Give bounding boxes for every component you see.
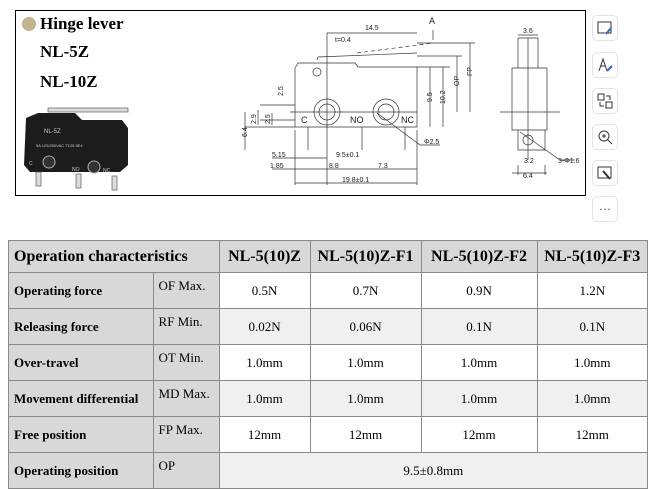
convert-icon — [597, 93, 613, 109]
dim-phi2.5: Φ2.5 — [424, 139, 439, 146]
row-symbol: OF Max. — [152, 272, 220, 309]
edit-text-icon — [598, 57, 613, 72]
photo-c: C — [29, 161, 33, 167]
select-area-button[interactable] — [592, 160, 618, 186]
row-value: 12mm — [309, 416, 422, 453]
row-value: 0.5N — [218, 272, 311, 309]
row-value: 0.7N — [309, 272, 422, 309]
row-value: 0.9N — [420, 272, 538, 309]
dim-9.5-tol: 9.5±0.1 — [336, 152, 359, 159]
row-value: 1.0mm — [536, 380, 649, 417]
terminal-nc: NC — [401, 115, 414, 125]
photo-rating: 5A 125/250VAC T125 5E4 — [36, 143, 83, 148]
convert-button[interactable] — [592, 88, 618, 114]
product-panel — [15, 10, 586, 196]
row-value: 12mm — [420, 416, 538, 453]
row-value: 9.5±0.8mm — [218, 452, 649, 489]
dim-1.85: 1.85 — [270, 163, 284, 170]
dim-fp: FP — [467, 67, 474, 76]
dim-3.2: 3.2 — [524, 158, 534, 165]
dim-phi1.6: 3-Φ1.6 — [558, 158, 580, 165]
photo-no: NO — [72, 167, 80, 173]
bullet-icon — [22, 17, 36, 31]
section-title: Hinge lever — [22, 14, 124, 34]
dim-2.5: 2.5 — [265, 114, 272, 124]
dim-7.3: 7.3 — [378, 163, 388, 170]
row-value: 0.1N — [420, 308, 538, 345]
row-value: 12mm — [536, 416, 649, 453]
header-col: NL-5(10)Z-F1 — [309, 240, 422, 273]
row-value: 0.1N — [536, 308, 649, 345]
label-a: A — [429, 16, 435, 26]
zoom-in-icon — [598, 130, 613, 145]
row-symbol: RF Min. — [152, 308, 220, 345]
zoom-in-button[interactable] — [592, 124, 618, 150]
terminal-no: NO — [350, 115, 364, 125]
row-symbol: OT Min. — [152, 344, 220, 381]
edit-image-button[interactable] — [592, 15, 618, 41]
row-name: Operating position — [8, 452, 154, 489]
dim-19.8: 19.8±0.1 — [342, 177, 369, 184]
dim-6.4: 6.4 — [242, 127, 249, 137]
header-characteristics: Operation characteristics — [8, 240, 220, 273]
more-icon: ··· — [599, 201, 611, 216]
dim-8.8: 8.8 — [329, 163, 339, 170]
operation-characteristics-table: Operation characteristics NL-5(10)Z NL-5… — [8, 240, 649, 489]
dim-9.5: 9.5 — [427, 92, 434, 102]
dim-6.4-side: 6.4 — [523, 173, 533, 180]
dim-op: OP — [454, 76, 461, 86]
dim-14.5: 14.5 — [365, 25, 379, 32]
dim-2.9: 2.9 — [251, 114, 258, 124]
row-value: 1.0mm — [536, 344, 649, 381]
photo-marking: NL-5Z — [44, 129, 61, 135]
row-name: Over-travel — [8, 344, 154, 381]
row-value: 1.0mm — [309, 344, 422, 381]
dim-5.15: 5.15 — [272, 152, 286, 159]
row-name: Free position — [8, 416, 154, 453]
row-value: 1.2N — [536, 272, 649, 309]
table-row: Operating position OP 9.5±0.8mm — [8, 452, 649, 489]
row-value: 1.0mm — [218, 380, 311, 417]
row-name: Releasing force — [8, 308, 154, 345]
row-symbol: OP — [152, 452, 220, 489]
edit-image-icon — [597, 21, 612, 35]
row-name: Movement differential — [8, 380, 154, 417]
row-value: 1.0mm — [420, 344, 538, 381]
dim-3.6: 3.6 — [523, 28, 533, 35]
header-col: NL-5(10)Z-F2 — [420, 240, 538, 273]
row-value: 1.0mm — [420, 380, 538, 417]
header-col: NL-5(10)Z-F3 — [536, 240, 649, 273]
row-value: 1.0mm — [309, 380, 422, 417]
dim-2.5-top: 2.5 — [278, 86, 285, 96]
row-symbol: FP Max. — [152, 416, 220, 453]
terminal-c: C — [301, 115, 308, 125]
row-name: Operating force — [8, 272, 154, 309]
dim-thickness: t=0.4 — [335, 37, 351, 44]
technical-drawing: NL-5Z 5A 125/250VAC T125 5E4 C NO NC 14.… — [24, 16, 580, 191]
header-col: NL-5(10)Z — [218, 240, 311, 273]
edit-text-button[interactable] — [592, 52, 618, 78]
photo-nc: NC — [103, 168, 111, 174]
model-1: NL-5Z — [40, 42, 90, 61]
switch-photo: NL-5Z 5A 125/250VAC T125 5E4 C NO NC — [24, 107, 129, 191]
row-value: 12mm — [218, 416, 311, 453]
dim-10.2: 10.2 — [440, 90, 447, 104]
table-header: Operation characteristics NL-5(10)Z NL-5… — [8, 240, 649, 273]
row-symbol: MD Max. — [152, 380, 220, 417]
row-value: 0.02N — [218, 308, 311, 345]
more-button[interactable]: ··· — [592, 196, 618, 222]
title-text: Hinge lever — [40, 14, 124, 33]
model-2: NL-10Z — [40, 72, 98, 91]
row-value: 0.06N — [309, 308, 422, 345]
row-value: 1.0mm — [218, 344, 311, 381]
select-area-icon — [597, 166, 612, 180]
